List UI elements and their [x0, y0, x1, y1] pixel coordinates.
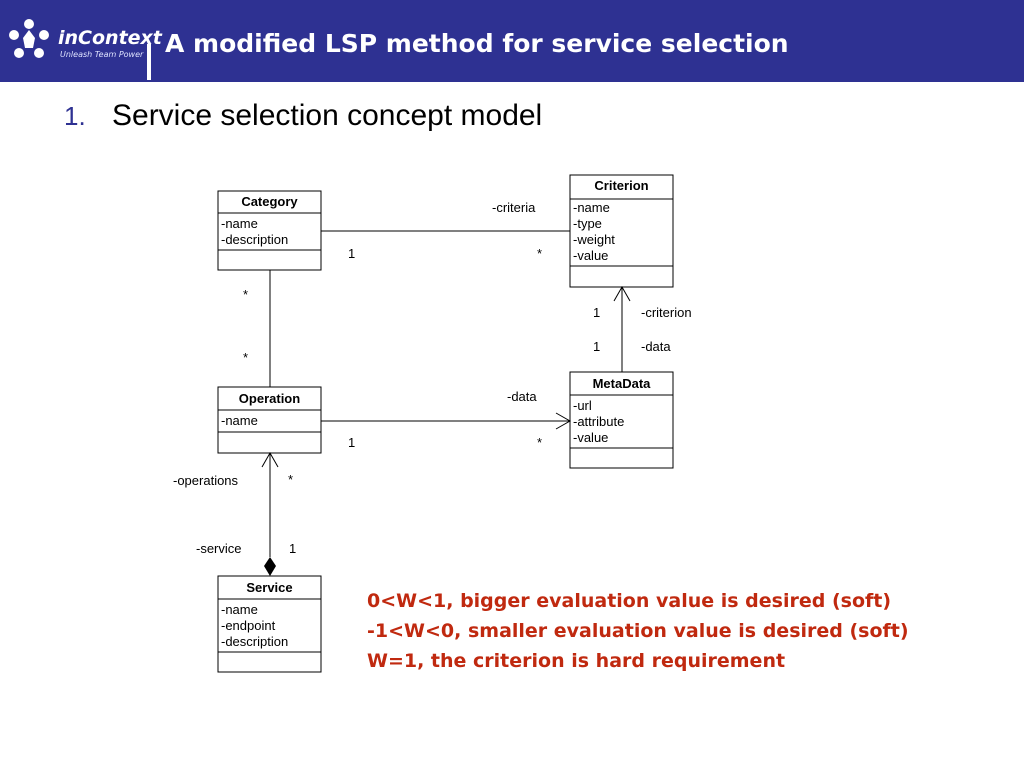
title-divider: [147, 44, 151, 80]
note-line: -1<W<0, smaller evaluation value is desi…: [367, 620, 909, 642]
service-role-label: -service: [196, 541, 242, 556]
composition-diamond-icon: [264, 557, 276, 576]
data-role-label: -data: [507, 389, 537, 404]
multiplicity-label: *: [537, 246, 542, 261]
bullet-number: 1.: [64, 101, 86, 131]
criterion-attr: -name: [573, 200, 610, 215]
multiplicity-label: *: [243, 350, 248, 365]
data-role-label: -data: [641, 339, 671, 354]
service-box: [217, 575, 322, 673]
metadata-attr: -value: [573, 430, 608, 445]
incontext-logo: inContext Unleash Team Power: [6, 16, 162, 64]
criterion-attr: -weight: [573, 232, 615, 247]
metadata-attr: -attribute: [573, 414, 624, 429]
criterion-attr: -value: [573, 248, 608, 263]
operation-attr: -name: [221, 413, 258, 428]
logo-tagline: Unleash Team Power: [60, 50, 144, 59]
multiplicity-label: 1: [289, 541, 296, 556]
arrowhead-criterion-icon: [613, 285, 631, 302]
criterion-name: Criterion: [594, 178, 648, 193]
category-attr: -description: [221, 232, 288, 247]
category-name: Category: [241, 194, 298, 209]
multiplicity-label: 1: [593, 305, 600, 320]
service-attr: -description: [221, 634, 288, 649]
criterion-attr: -type: [573, 216, 602, 231]
criterion-role-label: -criterion: [641, 305, 692, 320]
service-name: Service: [246, 580, 292, 595]
header-bar: inContext Unleash Team Power A modified …: [0, 0, 1024, 82]
metadata-name: MetaData: [593, 376, 652, 391]
multiplicity-label: *: [243, 287, 248, 302]
multiplicity-label: *: [288, 472, 293, 487]
multiplicity-label: 1: [348, 246, 355, 261]
star-people-logo-icon: [9, 19, 49, 58]
multiplicity-label: 1: [348, 435, 355, 450]
page-title: A modified LSP method for service select…: [165, 29, 789, 58]
logo-brand: inContext: [58, 27, 162, 49]
note-line: 0<W<1, bigger evaluation value is desire…: [367, 590, 892, 612]
category-attr: -name: [221, 216, 258, 231]
criteria-role-label: -criteria: [492, 200, 536, 215]
bullet-text: Service selection concept model: [112, 99, 543, 132]
arrowhead-metadata-icon: [555, 412, 572, 430]
service-attr: -name: [221, 602, 258, 617]
operations-role-label: -operations: [173, 473, 239, 488]
multiplicity-label: 1: [593, 339, 600, 354]
multiplicity-label: *: [537, 435, 542, 450]
note-line: W=1, the criterion is hard requirement: [367, 650, 786, 672]
service-attr: -endpoint: [221, 618, 276, 633]
weight-notes: 0<W<1, bigger evaluation value is desire…: [367, 586, 909, 676]
arrowhead-operation-icon: [261, 451, 279, 468]
metadata-attr: -url: [573, 398, 592, 413]
operation-name: Operation: [239, 391, 300, 406]
